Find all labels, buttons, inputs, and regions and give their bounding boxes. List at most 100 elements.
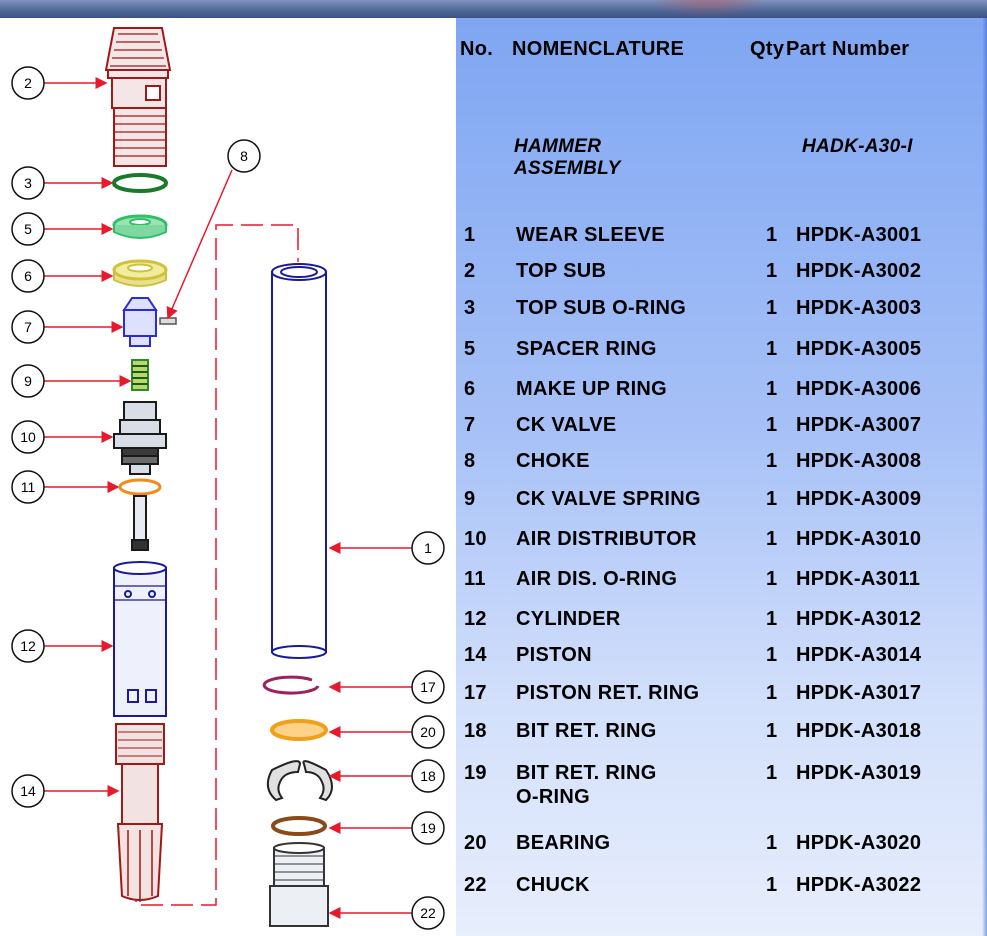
row-no: 3: [464, 297, 476, 319]
row-qty: 1: [766, 260, 778, 282]
row-qty: 1: [766, 338, 778, 360]
row-no: 7: [464, 414, 476, 436]
row-part: HPDK-A3018: [796, 720, 922, 742]
row-no: 12: [464, 608, 487, 630]
row-no: 5: [464, 338, 476, 360]
row-name: BIT RET. RING: [516, 762, 657, 784]
chuck-part: [269, 842, 329, 927]
air-dis-o-ring-part: [118, 478, 162, 496]
row-qty: 1: [766, 378, 778, 400]
row-name: CHOKE: [516, 450, 590, 472]
callout-circle-1: [411, 531, 445, 565]
row-part: HPDK-A3017: [796, 682, 922, 704]
callout-label-10: 10: [20, 429, 36, 445]
row-name: AIR DIS. O-RING: [516, 568, 678, 590]
distributor-stem-part: [131, 495, 149, 551]
row-qty: 1: [766, 762, 778, 784]
row-qty: 1: [766, 414, 778, 436]
bit-ret-ring-o-ring-part: [271, 816, 327, 836]
row-part: HPDK-A3002: [796, 260, 922, 282]
top-sub-part: [104, 27, 172, 167]
row-name: BEARING: [516, 832, 611, 854]
row-qty: 1: [766, 832, 778, 854]
wear-sleeve-part: [271, 263, 327, 659]
callout-circle-12: [11, 629, 45, 663]
header-nomenclature: NOMENCLATURE: [512, 38, 685, 60]
row-qty: 1: [766, 608, 778, 630]
row-name: TOP SUB: [516, 260, 607, 282]
piston-ret-ring-part: [262, 675, 320, 695]
assembly-name-line1: HAMMER: [514, 136, 602, 157]
callout-circle-2: [11, 66, 45, 100]
bit-ret-ring-part: [266, 760, 333, 802]
header-qty: Qty: [750, 38, 785, 60]
header-part-number: Part Number: [786, 38, 910, 60]
row-qty: 1: [766, 450, 778, 472]
callout-label-22: 22: [420, 905, 436, 921]
callout-label-19: 19: [420, 820, 436, 836]
callout-label-17: 17: [420, 679, 436, 695]
row-no: 8: [464, 450, 476, 472]
row-name: WEAR SLEEVE: [516, 224, 665, 246]
row-no: 6: [464, 378, 476, 400]
row-name: BIT RET. RING: [516, 720, 657, 742]
callout-circle-14: [11, 774, 45, 808]
row-qty: 1: [766, 644, 778, 666]
ck-valve-part: [122, 297, 158, 347]
callout-label-11: 11: [21, 479, 36, 495]
row-qty: 1: [766, 720, 778, 742]
callout-label-14: 14: [20, 783, 36, 799]
callout-label-2: 2: [24, 75, 32, 91]
callout-label-7: 7: [24, 319, 32, 335]
exploded-parts-drawing: 2 3 5 6 7 9 10 11 12 14 8 1 17 20 18 19 …: [11, 27, 445, 930]
callout-circle-8: [227, 139, 261, 173]
row-part: HPDK-A3003: [796, 297, 922, 319]
callout-circle-19: [411, 811, 445, 845]
row-part: HPDK-A3006: [796, 378, 922, 400]
callout-label-8: 8: [240, 148, 248, 164]
row-qty: 1: [766, 528, 778, 550]
row-part: HPDK-A3001: [796, 224, 922, 246]
callout-circle-20: [411, 715, 445, 749]
callout-label-20: 20: [420, 724, 436, 740]
row-qty: 1: [766, 297, 778, 319]
callout-circle-7: [11, 310, 45, 344]
row-qty: 1: [766, 682, 778, 704]
row-part: HPDK-A3011: [796, 568, 921, 590]
row-part: HPDK-A3005: [796, 338, 922, 360]
cylinder-part: [113, 561, 167, 717]
callout-label-9: 9: [24, 373, 32, 389]
callout-circle-11: [11, 470, 45, 504]
row-part: HPDK-A3020: [796, 832, 922, 854]
row-name: CK VALVE: [516, 414, 617, 436]
choke-part: [159, 317, 177, 325]
row-name: TOP SUB O-RING: [516, 297, 687, 319]
row-name: PISTON RET. RING: [516, 682, 700, 704]
row-no: 20: [464, 832, 487, 854]
row-name: AIR DISTRIBUTOR: [516, 528, 697, 550]
row-name: PISTON: [516, 644, 592, 666]
top-sub-o-ring-part: [112, 173, 168, 193]
air-distributor-part: [113, 401, 167, 475]
row-no: 22: [464, 874, 487, 896]
row-part: HPDK-A3009: [796, 488, 922, 510]
make-up-ring-part: [112, 259, 168, 287]
callout-label-1: 1: [424, 540, 432, 556]
row-no: 14: [464, 644, 487, 666]
row-part: HPDK-A3019: [796, 762, 922, 784]
callout-circle-9: [11, 364, 45, 398]
callout-circle-3: [11, 166, 45, 200]
top-banner: [0, 0, 987, 18]
callout-circle-17: [411, 670, 445, 704]
callout-label-12: 12: [20, 638, 36, 654]
piston-part: [115, 723, 165, 902]
header-no: No.: [460, 38, 494, 60]
row-part: HPDK-A3022: [796, 874, 922, 896]
row-name-line2: O-RING: [516, 786, 591, 808]
bearing-part: [270, 719, 328, 741]
row-name: CK VALVE SPRING: [516, 488, 701, 510]
row-no: 9: [464, 488, 476, 510]
banner-seal: [648, 0, 768, 18]
callout-circle-5: [11, 212, 45, 246]
row-part: HPDK-A3012: [796, 608, 922, 630]
